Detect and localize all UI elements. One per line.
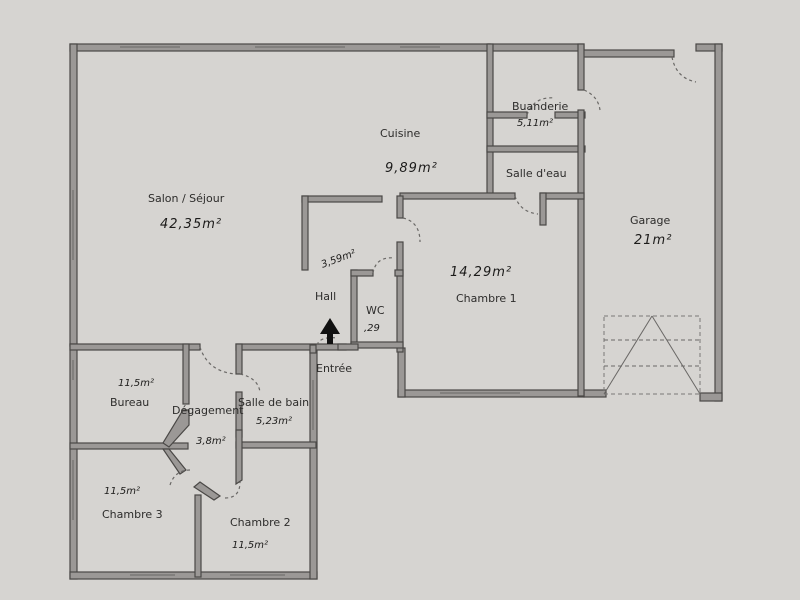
buanderie-area: 5,11m² — [517, 118, 553, 129]
salle-bain-name: Salle de bain — [238, 396, 309, 409]
chambre1-area: 14,29m² — [450, 265, 512, 280]
garage-area: 21m² — [634, 233, 672, 248]
interior-walls — [69, 43, 586, 578]
garage-name: Garage — [630, 214, 671, 227]
wc-area: ,29 — [364, 323, 380, 334]
degagement-name: Dégagement — [172, 404, 244, 417]
entree-name: Entrée — [316, 362, 352, 375]
bureau-name: Bureau — [110, 396, 149, 409]
doors — [169, 56, 697, 499]
chambre2-name: Chambre 2 — [230, 516, 291, 529]
bureau-area: 11,5m² — [118, 378, 154, 389]
cuisine-area: 9,89m² — [385, 161, 438, 176]
salle-eau-name: Salle d'eau — [506, 167, 567, 180]
windows — [72, 46, 520, 576]
salle-bain-area: 5,23m² — [256, 416, 292, 427]
chambre3-name: Chambre 3 — [102, 508, 163, 521]
wc-name: WC — [366, 304, 385, 317]
garage-door — [603, 315, 701, 395]
salon-name: Salon / Séjour — [148, 192, 225, 205]
room-labels: Salon / Séjour 42,35m² Cuisine 9,89m² Bu… — [102, 100, 672, 551]
buanderie-name: Buanderie — [512, 100, 569, 113]
arrow-up-icon — [320, 318, 340, 344]
salon-area: 42,35m² — [160, 217, 222, 232]
cuisine-name: Cuisine — [380, 127, 420, 140]
chambre1-name: Chambre 1 — [456, 292, 517, 305]
chambre2-area: 11,5m² — [232, 540, 268, 551]
degagement-area: 3,8m² — [196, 436, 226, 447]
chambre3-area: 11,5m² — [104, 486, 140, 497]
hall-name: Hall — [315, 290, 336, 303]
